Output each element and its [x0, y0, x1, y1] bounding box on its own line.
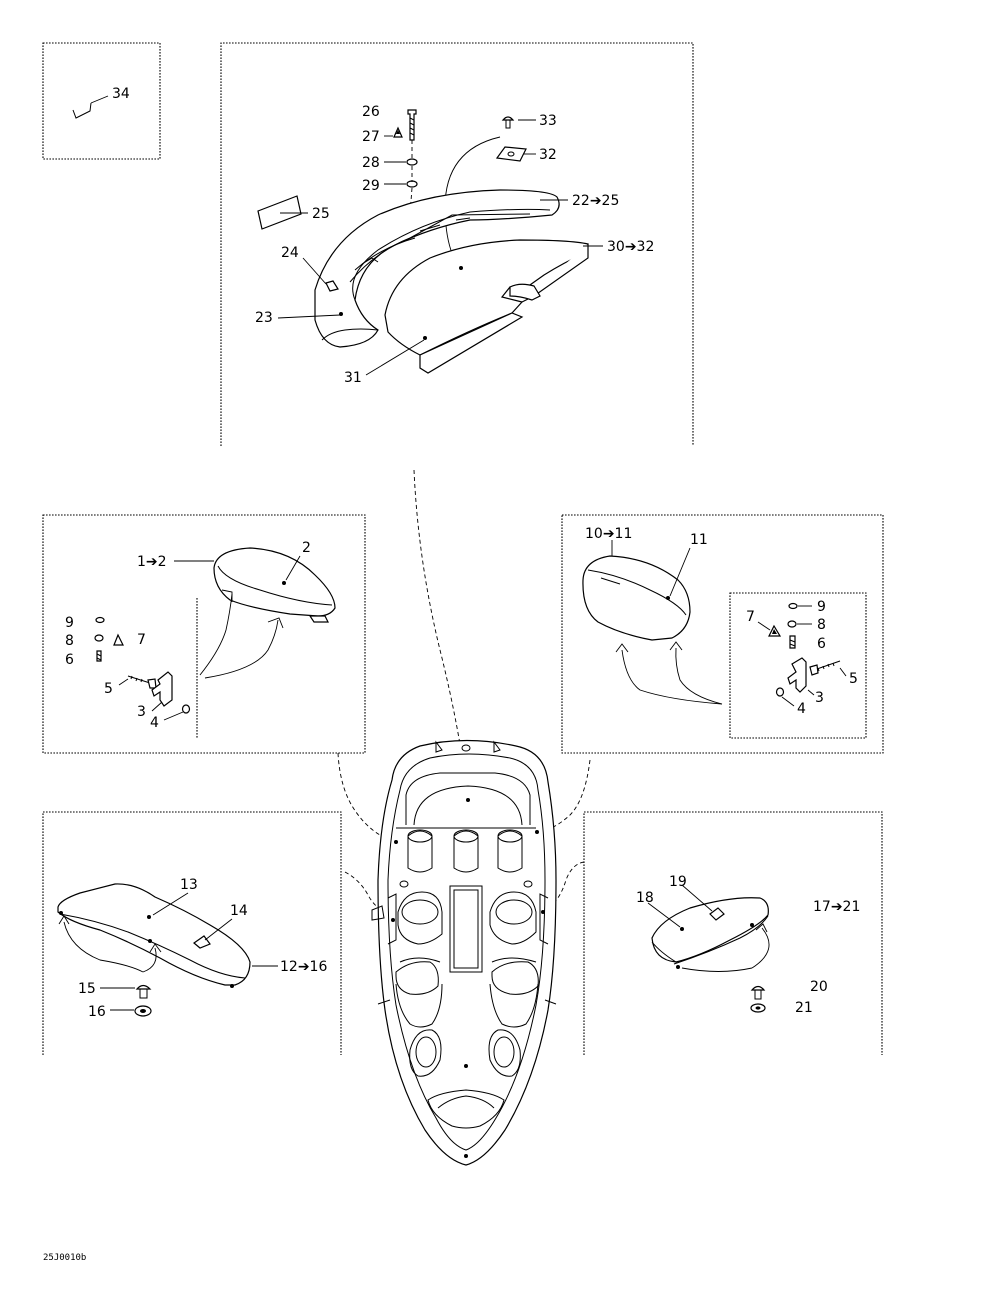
- label-3-b: 3: [815, 690, 824, 706]
- label-21: 21: [795, 1000, 813, 1016]
- screw-33: [501, 116, 515, 121]
- seat-13: [57, 883, 251, 986]
- clip-19: [709, 907, 725, 921]
- label-9-b: 9: [817, 599, 826, 615]
- box-left-mid: [42, 514, 366, 754]
- label-26: 26: [362, 104, 380, 120]
- box-right-mid-inner: [729, 592, 867, 739]
- screw-15: [135, 984, 152, 990]
- bracket-3-b: [787, 657, 807, 693]
- label-32: 32: [539, 147, 557, 163]
- screw-20: [750, 985, 766, 991]
- nut-4-b: [775, 687, 785, 697]
- label-3-a: 3: [137, 704, 146, 720]
- label-16: 16: [88, 1004, 106, 1020]
- label-27: 27: [362, 129, 380, 145]
- box-left-bottom: [42, 811, 342, 1055]
- label-11: 11: [690, 532, 708, 548]
- label-8-b: 8: [817, 617, 826, 633]
- label-5-b: 5: [849, 671, 858, 687]
- item-34-clip: [72, 95, 109, 119]
- label-29: 29: [362, 178, 380, 194]
- bracket-3-a: [151, 671, 173, 707]
- decal-25: [257, 195, 302, 230]
- callout-labels: 34 26 27 28 29 33 32 22➔25 25 30➔32 24 2…: [43, 86, 860, 1263]
- label-7-b: 7: [746, 609, 755, 625]
- cover-22: [314, 189, 560, 348]
- label-4-a: 4: [150, 715, 159, 731]
- boat-deck: [371, 739, 557, 1166]
- seat-18: [651, 897, 769, 963]
- label-10-11: 10➔11: [585, 526, 632, 542]
- lid-11: [582, 555, 691, 641]
- box-right-bottom: [583, 811, 883, 1055]
- washer-8-b: [787, 620, 797, 628]
- bow-storage-assembly: [257, 109, 589, 374]
- label-24: 24: [281, 245, 299, 261]
- box-item-34: [42, 42, 161, 160]
- label-14: 14: [230, 903, 248, 919]
- nut-4-a: [181, 704, 191, 714]
- label-5-a: 5: [104, 681, 113, 697]
- label-12-16: 12➔16: [280, 959, 327, 975]
- seat-right-assembly: [647, 884, 770, 1013]
- nut-9-b: [788, 602, 798, 610]
- bolt-26: [407, 109, 417, 141]
- plate-32: [495, 146, 527, 162]
- footer-code: 25J0010b: [43, 1253, 86, 1263]
- label-19: 19: [669, 874, 687, 890]
- deck-outline: [377, 739, 557, 1166]
- label-6-b: 6: [817, 636, 826, 652]
- label-15: 15: [78, 981, 96, 997]
- lid-2: [213, 547, 336, 617]
- box-top-center: [220, 42, 694, 446]
- nut-9-a: [95, 616, 105, 624]
- label-31: 31: [344, 370, 362, 386]
- label-6-a: 6: [65, 652, 74, 668]
- label-30-32: 30➔32: [607, 239, 654, 255]
- label-25: 25: [312, 206, 330, 222]
- glove-box-lid-assembly: [94, 547, 336, 721]
- label-28: 28: [362, 155, 380, 171]
- label-17-21: 17➔21: [813, 899, 860, 915]
- seat-left-assembly: [57, 883, 278, 1017]
- storage-lid-assembly: [582, 540, 847, 707]
- washer-28: [406, 158, 418, 166]
- nut-7-a: [113, 633, 124, 646]
- label-22-25: 22➔25: [572, 193, 619, 209]
- label-8-a: 8: [65, 633, 74, 649]
- label-34: 34: [112, 86, 130, 102]
- top-panel-leaders: [277, 119, 603, 376]
- label-23: 23: [255, 310, 273, 326]
- box-right-mid: [561, 514, 884, 754]
- label-4-b: 4: [797, 701, 806, 717]
- label-13: 13: [180, 877, 198, 893]
- label-20: 20: [810, 979, 828, 995]
- washer-8-a: [94, 634, 104, 642]
- label-9-a: 9: [65, 615, 74, 631]
- clip-24: [325, 280, 339, 292]
- label-33: 33: [539, 113, 557, 129]
- label-18: 18: [636, 890, 654, 906]
- label-7-a: 7: [137, 632, 146, 648]
- label-2: 2: [302, 540, 311, 556]
- label-1-2: 1➔2: [137, 554, 167, 570]
- panel-boxes: [42, 42, 884, 1055]
